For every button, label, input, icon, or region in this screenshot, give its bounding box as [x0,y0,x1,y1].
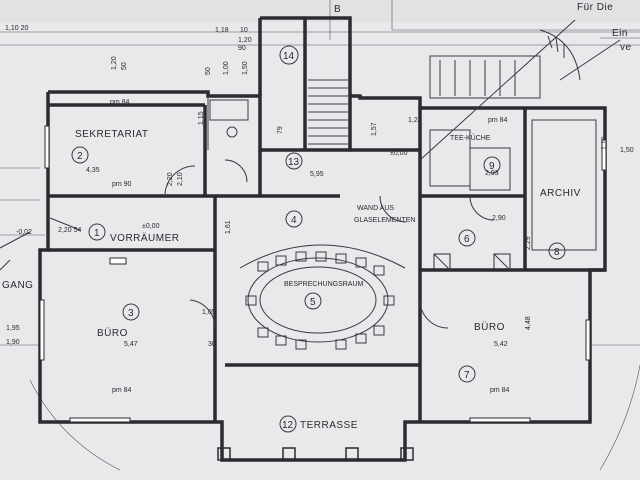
dim-150: 1,50 [242,61,249,75]
dim-595: 5,95 [310,171,324,178]
dim-top-2: 10 [240,27,248,34]
dim-top-1: 1,18 [215,27,229,34]
exterior-walls [38,16,607,462]
note-top-right-3: ve [620,42,632,53]
dim-293: 2,93 [485,170,499,177]
room-5: 5 BESPRECHUNGSRAUM [284,281,364,310]
room-name: BESPRECHUNGSRAUM [284,281,364,288]
note-top-right-1: Für Die [577,2,613,13]
room-number: 6 [464,234,470,245]
dim-pm84b: pm 84 [112,387,132,394]
room-name: SEKRETARIAT [75,129,148,140]
dim-119: 1,19 [601,136,608,150]
dim-000b: ±0,00 [390,150,408,157]
dim-448: 4,48 [525,316,532,330]
room-number: 2 [77,151,83,162]
room-12: 12 TERRASSE [279,415,358,433]
room-number: 3 [128,308,134,319]
windows [39,125,607,423]
room-name: BÜRO [97,327,128,339]
dim-115: 1,15 [198,111,205,125]
dim-left-1: 1,20 [111,56,118,70]
dim-002: -0,02 [16,229,32,236]
paper-shadow-top [0,0,640,22]
dim-435: 4,35 [86,167,100,174]
room-6: 6 [458,229,476,247]
room-number: 13 [288,157,300,168]
dim-top-left: 1,10 20 [5,25,28,32]
note-top-right-2: Ein [612,28,628,39]
room-name: BÜRO [474,321,505,333]
room-number: 14 [283,51,295,62]
room-name: VORRÄUMER [110,232,180,244]
dim-547: 5,47 [124,341,138,348]
room-4: 4 [285,210,303,228]
dim-150r: 1,50 [620,147,634,154]
dim-top-3: 1,20 [238,37,252,44]
dim-000a: ±0,00 [142,223,160,230]
dim-pm84c: pm 84 [490,387,510,394]
north-marker: B [334,4,341,15]
room-name: ARCHIV [540,188,581,199]
dim-210: 2,10 [177,172,184,186]
room-number: 12 [282,420,294,431]
dim-124: 1,24 [408,117,422,124]
dim-pm90: pm 90 [112,181,132,188]
room-14: 14 [279,45,299,65]
room-number: 7 [464,370,470,381]
meeting-table [239,244,406,350]
dim-50a: 50 [205,67,212,75]
leader-lines [0,19,621,271]
fixtures [209,99,597,251]
terrace-columns [217,447,414,461]
room-13: 13 [285,152,303,170]
stair-treads [308,29,581,145]
dim-229: 2,29 [525,236,532,250]
dim-190: 1,90 [6,339,20,346]
room-3: 3 BÜRO [97,303,140,339]
dim-220-54: 2,20 54 [58,227,81,234]
room-number: 1 [94,228,100,239]
dim-30: 30 [208,341,216,348]
chairs [245,251,395,350]
dim-161: 1,61 [225,220,232,234]
room-7: 7 BÜRO [458,321,505,383]
wall-note-2: GLASELEMENTEN [354,217,415,224]
room-2: 2 SEKRETARIAT [71,129,148,164]
dim-100: 1,00 [223,61,230,75]
dim-220: 2,20 [167,172,174,186]
room-number: 5 [310,297,316,308]
wall-note-1: WAND AUS [357,205,394,212]
room-number: 4 [291,215,297,226]
room-8: 8 ARCHIV [540,188,581,260]
room-1: 1 VORRÄUMER [88,223,180,244]
dim-079: 79 [277,126,284,134]
room-name: TEE-KÜCHE [450,134,491,142]
room-number: 8 [554,247,560,258]
dim-pm84d: pm 84 [488,117,508,124]
dim-105: 1,05 [202,309,216,316]
door-swings [164,159,495,329]
interior-walls [48,18,605,422]
dim-290: 2,90 [492,215,506,222]
dim-542: 5,42 [494,341,508,348]
dim-195: 1,95 [6,325,20,332]
dim-pm84a: pm 84 [110,99,130,106]
dim-gang: GANG [2,280,33,291]
dim-157: 1,57 [371,122,378,136]
dim-left-2: 50 [121,62,128,70]
dim-top-4: 90 [238,45,246,52]
room-number: 9 [489,161,495,172]
dimension-labels: 1,10 20 1,18 10 1,20 90 1,20 50 50 1,00 … [2,25,634,394]
room-name: TERRASSE [300,420,358,431]
room-9: 9 TEE-KÜCHE [450,134,501,174]
